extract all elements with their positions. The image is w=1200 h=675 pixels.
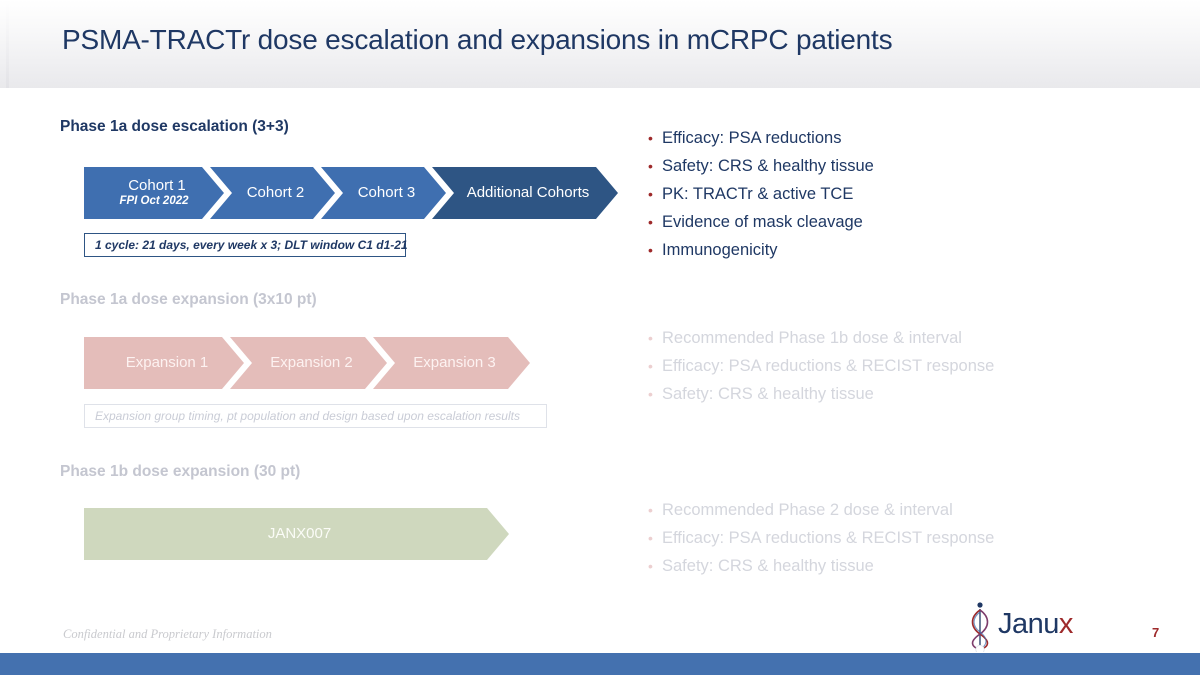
list-item: • Safety: CRS & healthy tissue [648, 552, 994, 580]
janux-logo: Janux [962, 600, 1087, 652]
bullet-text: PK: TRACTr & active TCE [662, 185, 854, 203]
confidentiality-note: Confidential and Proprietary Information [63, 627, 272, 641]
bullet-text: Safety: CRS & healthy tissue [662, 385, 874, 403]
section-heading-phase-1b-expansion: Phase 1b dose expansion (30 pt) [60, 463, 301, 480]
chevron-label: Expansion 3 [413, 353, 496, 371]
bullet-dot-icon: • [648, 158, 653, 174]
chevron-row-escalation: Cohort 1 FPI Oct 2022 Cohort 2 Cohort 3 … [84, 167, 618, 219]
bullet-text: Efficacy: PSA reductions & RECIST respon… [662, 529, 995, 547]
section-heading-phase-1a-expansion: Phase 1a dose expansion (3x10 pt) [60, 291, 317, 308]
chevron-expansion-2[interactable]: Expansion 2 [230, 337, 387, 389]
bullet-dot-icon: • [648, 214, 653, 230]
list-item: • Immunogenicity [648, 236, 874, 264]
chevron-label: Cohort 1 [128, 176, 186, 194]
bullet-text: Recommended Phase 1b dose & interval [662, 329, 962, 347]
chevron-label: Cohort 2 [246, 183, 305, 201]
dna-helix-icon [971, 602, 989, 652]
bullet-dot-icon: • [648, 558, 653, 574]
chevron-label: Cohort 3 [357, 183, 416, 201]
list-item: • Efficacy: PSA reductions [648, 124, 874, 152]
list-item: • PK: TRACTr & active TCE [648, 180, 874, 208]
bullet-dot-icon: • [648, 130, 653, 146]
list-item: • Evidence of mask cleavage [648, 208, 874, 236]
chevron-cohort-2[interactable]: Cohort 2 [210, 167, 335, 219]
chevron-expansion-1[interactable]: Expansion 1 [84, 337, 244, 389]
bullet-dot-icon: • [648, 358, 653, 374]
page-title: PSMA-TRACTr dose escalation and expansio… [62, 24, 893, 55]
bullet-list-phase-1b-objectives: • Recommended Phase 2 dose & interval • … [648, 496, 994, 580]
list-item: • Efficacy: PSA reductions & RECIST resp… [648, 352, 994, 380]
bullet-dot-icon: • [648, 330, 653, 346]
header-left-rule [6, 0, 9, 88]
list-item: • Safety: CRS & healthy tissue [648, 152, 874, 180]
bullet-text: Safety: CRS & healthy tissue [662, 157, 874, 175]
bullet-text: Recommended Phase 2 dose & interval [662, 501, 953, 519]
wordmark-accent: x [1058, 608, 1074, 640]
list-item: • Recommended Phase 2 dose & interval [648, 496, 994, 524]
list-item: • Efficacy: PSA reductions & RECIST resp… [648, 524, 994, 552]
chevron-cohort-3[interactable]: Cohort 3 [321, 167, 446, 219]
janux-wordmark: Janux [998, 610, 1073, 639]
bullet-text: Safety: CRS & healthy tissue [662, 557, 874, 575]
bullet-dot-icon: • [648, 386, 653, 402]
chevron-cohort-1[interactable]: Cohort 1 FPI Oct 2022 [84, 167, 224, 219]
chevron-label: Expansion 1 [125, 353, 209, 371]
bullet-list-escalation-objectives: • Efficacy: PSA reductions • Safety: CRS… [648, 124, 874, 264]
bullet-text: Immunogenicity [662, 241, 778, 259]
list-item: • Recommended Phase 1b dose & interval [648, 324, 994, 352]
bullet-text: Efficacy: PSA reductions [662, 129, 842, 147]
chevron-sublabel: FPI Oct 2022 [119, 195, 189, 208]
caption-expansion-design: Expansion group timing, pt population an… [84, 404, 547, 428]
bullet-text: Efficacy: PSA reductions & RECIST respon… [662, 357, 995, 375]
chevron-additional-cohorts[interactable]: Additional Cohorts [432, 167, 618, 219]
caption-escalation-cycle: 1 cycle: 21 days, every week x 3; DLT wi… [84, 233, 408, 257]
chevron-row-phase-1b: JANX007 [84, 508, 509, 560]
list-item: • Safety: CRS & healthy tissue [648, 380, 994, 408]
chevron-janx007[interactable]: JANX007 [84, 508, 509, 560]
page-number: 7 [1152, 625, 1160, 640]
bullet-dot-icon: • [648, 530, 653, 546]
footer-bar [0, 653, 1200, 675]
section-heading-phase-1a-escalation: Phase 1a dose escalation (3+3) [60, 118, 289, 135]
bullet-dot-icon: • [648, 186, 653, 202]
bullet-dot-icon: • [648, 502, 653, 518]
wordmark-main: Janu [998, 608, 1059, 640]
bullet-list-expansion-objectives: • Recommended Phase 1b dose & interval •… [648, 324, 994, 408]
slide-header-band [0, 0, 1200, 88]
chevron-row-expansion: Expansion 1 Expansion 2 Expansion 3 [84, 337, 530, 389]
chevron-label: JANX007 [267, 524, 332, 542]
bullet-dot-icon: • [648, 242, 653, 258]
bullet-text: Evidence of mask cleavage [662, 213, 863, 231]
chevron-expansion-3[interactable]: Expansion 3 [373, 337, 530, 389]
chevron-label: Additional Cohorts [466, 183, 590, 201]
chevron-label: Expansion 2 [270, 353, 353, 371]
